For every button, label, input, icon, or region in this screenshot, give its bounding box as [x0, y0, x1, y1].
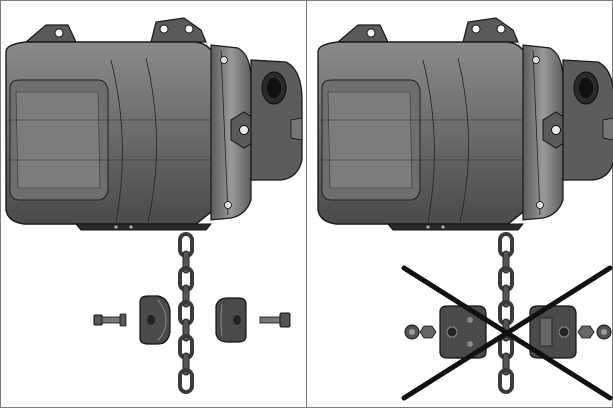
bolt-icon: [93, 313, 127, 327]
chain-stopper-left-half-icon: [439, 305, 487, 359]
panel-correct: [5, 17, 303, 394]
nut-icon: [259, 312, 291, 328]
chain-stopper-right-half-icon: [215, 297, 247, 343]
panel-incorrect: [317, 17, 613, 401]
chain-stopper-right-half-icon: [529, 305, 577, 359]
nut-icon: [577, 324, 612, 340]
chain-stopper-left-half-icon: [139, 295, 171, 345]
prohibited-cross-icon: [401, 265, 613, 401]
bolt-icon: [404, 324, 437, 340]
